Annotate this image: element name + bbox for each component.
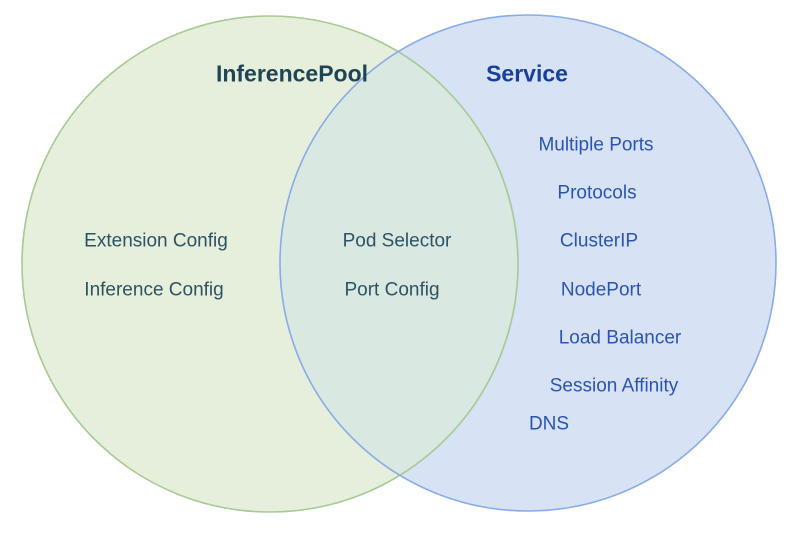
left-circle-title: InferencePool: [215, 60, 369, 87]
left-circle-outline: [21, 15, 519, 513]
overlap-lens-fill: [280, 16, 518, 511]
left-item: Extension Config: [84, 230, 228, 252]
right-item: ClusterIP: [559, 230, 639, 252]
right-circle-title: Service: [486, 60, 568, 87]
overlap-item: Port Config: [344, 279, 440, 301]
right-item: Load Balancer: [558, 327, 682, 349]
right-item: NodePort: [560, 279, 642, 301]
right-circle-outline: [279, 14, 777, 512]
left-item: Inference Config: [84, 279, 224, 301]
right-item: Session Affinity: [549, 375, 679, 397]
right-item: Protocols: [557, 182, 637, 204]
right-item: DNS: [528, 413, 570, 435]
overlap-item: Pod Selector: [342, 230, 452, 252]
right-item: Multiple Ports: [538, 134, 654, 156]
